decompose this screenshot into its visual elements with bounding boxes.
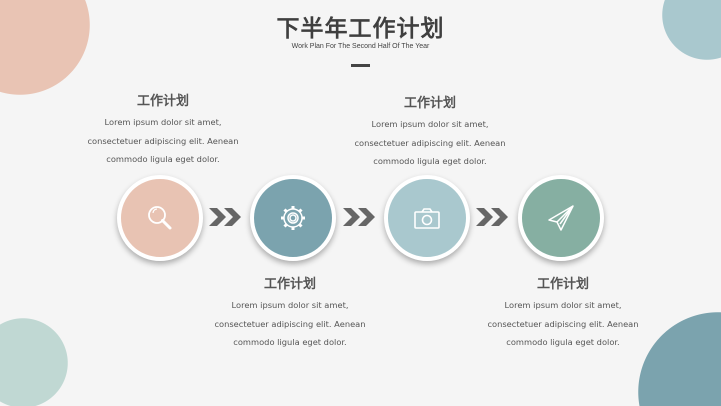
block-title: 工作计划 — [403, 96, 456, 111]
block-line: consectetuer adipiscing elit. Aenean — [214, 318, 366, 329]
block-line: commodo ligula eget dolor. — [506, 337, 620, 347]
block-line: commodo ligula eget dolor. — [233, 337, 347, 347]
step-circle-3 — [384, 175, 470, 261]
block-line: Lorem ipsum dolor sit amet, — [231, 300, 349, 310]
title-divider — [351, 64, 370, 67]
text-block-3: 工作计划 Lorem ipsum dolor sit amet, consect… — [190, 273, 390, 352]
block-line: commodo ligula eget dolor. — [106, 154, 220, 164]
block-title: 工作计划 — [263, 277, 316, 292]
block-title: 工作计划 — [536, 277, 589, 292]
step-circle-1 — [117, 175, 203, 261]
block-line: consectetuer adipiscing elit. Aenean — [354, 137, 506, 148]
block-line: commodo ligula eget dolor. — [373, 156, 487, 166]
chevron-arrow-icon — [209, 208, 241, 226]
block-line: Lorem ipsum dolor sit amet, — [371, 119, 489, 129]
block-line: consectetuer adipiscing elit. Aenean — [87, 135, 239, 146]
block-line: consectetuer adipiscing elit. Aenean — [487, 318, 639, 329]
page-subtitle: Work Plan For The Second Half Of The Yea… — [291, 43, 430, 50]
block-title: 工作计划 — [136, 94, 189, 109]
text-block-2: 工作计划 Lorem ipsum dolor sit amet, consect… — [330, 92, 530, 171]
chevron-arrow-icon — [476, 208, 508, 226]
text-block-4: 工作计划 Lorem ipsum dolor sit amet, consect… — [463, 273, 663, 352]
gear-icon — [281, 206, 305, 230]
block-line: Lorem ipsum dolor sit amet, — [104, 117, 222, 127]
step-circle-2 — [250, 175, 336, 261]
text-block-1: 工作计划 Lorem ipsum dolor sit amet, consect… — [63, 90, 263, 169]
search-icon — [148, 206, 172, 230]
chevron-arrow-icon — [343, 208, 375, 226]
page-title: 下半年工作计划 — [276, 16, 445, 42]
block-line: Lorem ipsum dolor sit amet, — [504, 300, 622, 310]
camera-icon — [414, 208, 440, 229]
step-circle-4 — [518, 175, 604, 261]
paper-plane-icon — [548, 205, 574, 231]
